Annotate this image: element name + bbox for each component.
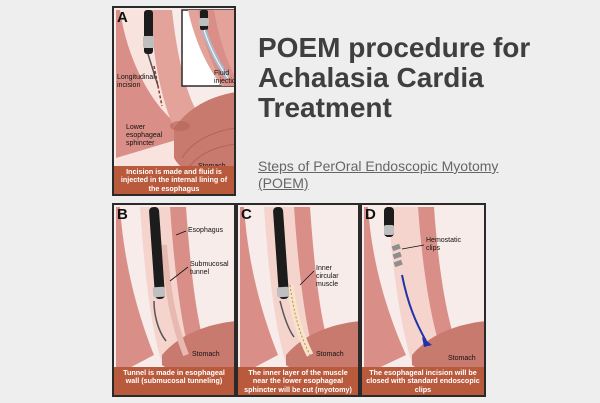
panel-b-label-esophagus: Esophagus — [188, 227, 224, 234]
panel-c: C Inner circular muscle Stomach The inne… — [236, 203, 360, 397]
panel-d-label-stomach: Stomach — [448, 355, 476, 362]
panel-a-label-sphincter: Lower esophageal sphincter — [126, 124, 163, 147]
panel-a-caption: Incision is made and fluid is injected i… — [114, 166, 234, 194]
panel-a: A Longitudinal incision Fluid injection … — [112, 6, 236, 196]
panel-d-illustration — [362, 205, 484, 395]
panel-b-letter: B — [117, 206, 128, 223]
panel-a-illustration — [114, 8, 234, 194]
panel-a-letter: A — [117, 9, 128, 26]
panel-c-label-stomach: Stomach — [316, 351, 344, 358]
panel-d-label-clips: Hemostatic clips — [426, 237, 462, 252]
panel-c-letter: C — [241, 206, 252, 223]
page-subtitle-link[interactable]: Steps of PerOral Endoscopic Myotomy (POE… — [258, 158, 499, 191]
panel-a-label-incision: Longitudinal incision — [117, 74, 155, 89]
panel-d-caption: The esophageal incision will be closed w… — [362, 367, 484, 395]
panel-d: D Hemostatic clips Stomach The esophagea… — [360, 203, 486, 397]
page-title: POEM procedure for Achalasia Cardia Trea… — [258, 32, 531, 123]
panel-c-label-muscle: Inner circular muscle — [316, 265, 339, 288]
panel-d-letter: D — [365, 206, 376, 223]
panel-c-illustration — [238, 205, 358, 395]
panel-b: B Esophagus Submucosal tunnel Stomach Tu… — [112, 203, 236, 397]
panel-b-label-tunnel: Submucosal tunnel — [190, 261, 229, 276]
panel-b-label-stomach: Stomach — [192, 351, 220, 358]
panel-a-label-fluid: Fluid injection — [214, 70, 236, 85]
panel-b-caption: Tunnel is made in esophageal wall (submu… — [114, 367, 234, 395]
panel-c-caption: The inner layer of the muscle near the l… — [238, 367, 358, 395]
panel-b-illustration — [114, 205, 234, 395]
